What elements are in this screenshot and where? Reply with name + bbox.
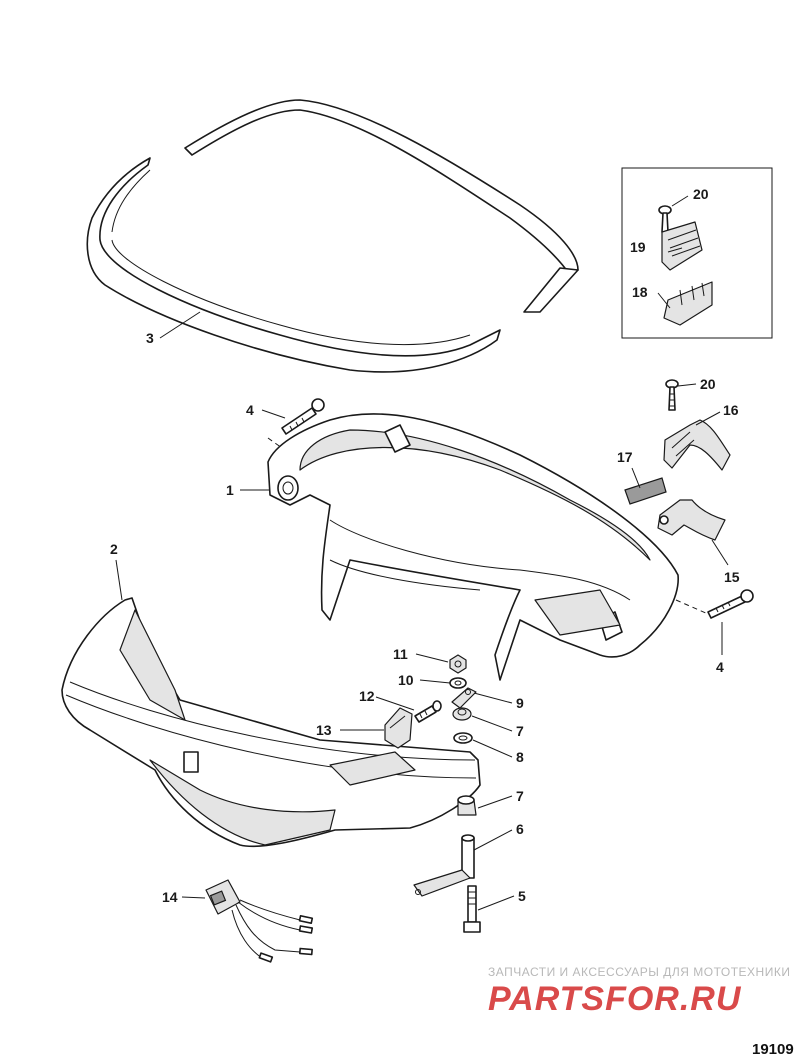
top-seal-gasket (86, 99, 579, 373)
callout-11: 11 (393, 646, 408, 662)
callout-20: 20 (700, 376, 716, 392)
callout-12: 12 (359, 688, 375, 704)
callout-18: 18 (632, 284, 648, 300)
bolt-5 (463, 885, 481, 933)
callout-15: 15 (724, 569, 740, 585)
nut-11 (449, 654, 467, 674)
screw-12 (414, 700, 442, 723)
callout-4-lower: 4 (716, 659, 724, 675)
callout-4-upper: 4 (246, 402, 254, 418)
clamp-16 (663, 419, 731, 471)
watermark-tagline: ЗАПЧАСТИ И АКСЕССУАРЫ ДЛЯ МОТОТЕХНИКИ (488, 965, 790, 979)
callout-3: 3 (146, 330, 154, 346)
inset-box (621, 167, 773, 339)
callout-14: 14 (162, 889, 178, 905)
watermark-brand: PARTSFOR.RU (488, 980, 742, 1018)
clamp-15 (657, 499, 726, 541)
washer-10 (449, 677, 467, 689)
screw-20-inset (658, 205, 672, 233)
leader-lines (115, 195, 729, 911)
callout-7-lower: 7 (516, 788, 524, 804)
callout-10: 10 (398, 672, 414, 688)
tape-17 (624, 477, 667, 505)
callout-7-upper: 7 (516, 723, 524, 739)
link-9 (451, 687, 477, 709)
screw-4-lower (675, 589, 754, 619)
screw-4-upper (267, 398, 325, 469)
callout-19: 19 (630, 239, 646, 255)
callout-16: 16 (723, 402, 739, 418)
callout-13: 13 (316, 722, 332, 738)
grommet-7-lower (457, 795, 477, 816)
callout-labels: 20 19 18 3 4 20 16 1 17 15 2 4 11 10 9 1… (110, 186, 740, 905)
latch-13 (384, 707, 413, 749)
callout-8: 8 (516, 749, 524, 765)
switch-14 (205, 879, 314, 963)
washer-8 (453, 732, 473, 744)
screw-20 (665, 379, 679, 411)
watermark: ЗАПЧАСТИ И АКСЕССУАРЫ ДЛЯ МОТОТЕХНИКИ PA… (488, 965, 790, 1018)
callout-2: 2 (110, 541, 118, 557)
callout-17: 17 (617, 449, 633, 465)
callout-9: 9 (516, 695, 524, 711)
callout-6: 6 (516, 821, 524, 837)
upper-cowl-half (267, 413, 679, 681)
clip-18 (663, 281, 713, 326)
callout-5: 5 (518, 888, 526, 904)
bracket-19 (661, 221, 703, 271)
figure-number: 19109 (752, 1041, 794, 1058)
grommet-7-upper (452, 707, 472, 721)
callout-20-inset: 20 (693, 186, 709, 202)
lever (413, 869, 471, 897)
callout-1: 1 (226, 482, 234, 498)
pin-6 (461, 834, 475, 879)
lower-cowl-half (61, 597, 481, 848)
